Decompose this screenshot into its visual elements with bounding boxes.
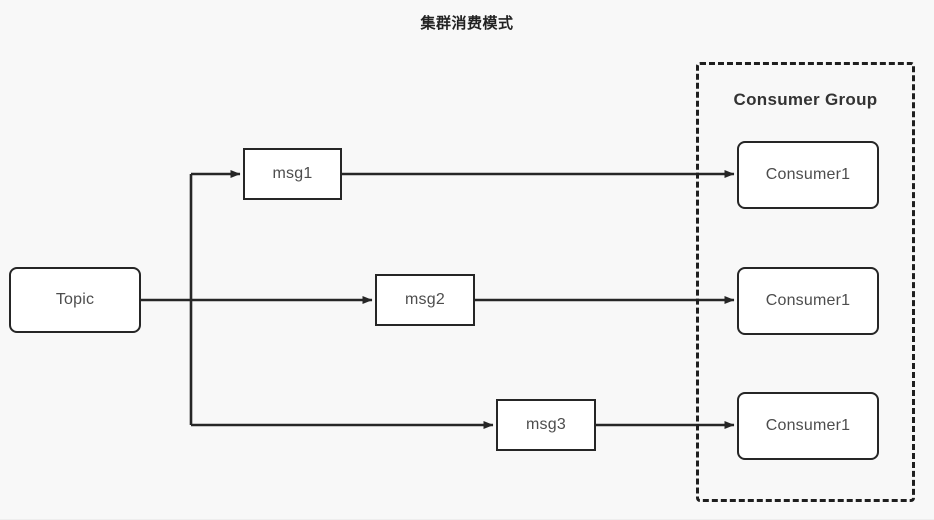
node-msg1[interactable]: msg1 xyxy=(243,148,342,200)
node-msg3[interactable]: msg3 xyxy=(496,399,596,451)
node-consumer-1[interactable]: Consumer1 xyxy=(737,141,879,209)
node-msg2[interactable]: msg2 xyxy=(375,274,475,326)
node-topic-label: Topic xyxy=(55,291,95,308)
node-msg3-label: msg3 xyxy=(526,416,566,433)
node-consumer-1-label: Consumer1 xyxy=(765,166,851,183)
consumer-group-title: Consumer Group xyxy=(733,90,878,109)
node-msg2-label: msg2 xyxy=(405,291,445,308)
node-consumer-3[interactable]: Consumer1 xyxy=(737,392,879,460)
consumer-group-frame xyxy=(696,62,915,502)
node-topic[interactable]: Topic xyxy=(9,267,141,333)
node-consumer-3-label: Consumer1 xyxy=(765,417,851,434)
node-msg1-label: msg1 xyxy=(272,165,313,182)
node-consumer-2-label: Consumer1 xyxy=(765,292,851,309)
node-consumer-2[interactable]: Consumer1 xyxy=(737,267,879,335)
page-title: 集群消费模式 xyxy=(420,15,514,32)
